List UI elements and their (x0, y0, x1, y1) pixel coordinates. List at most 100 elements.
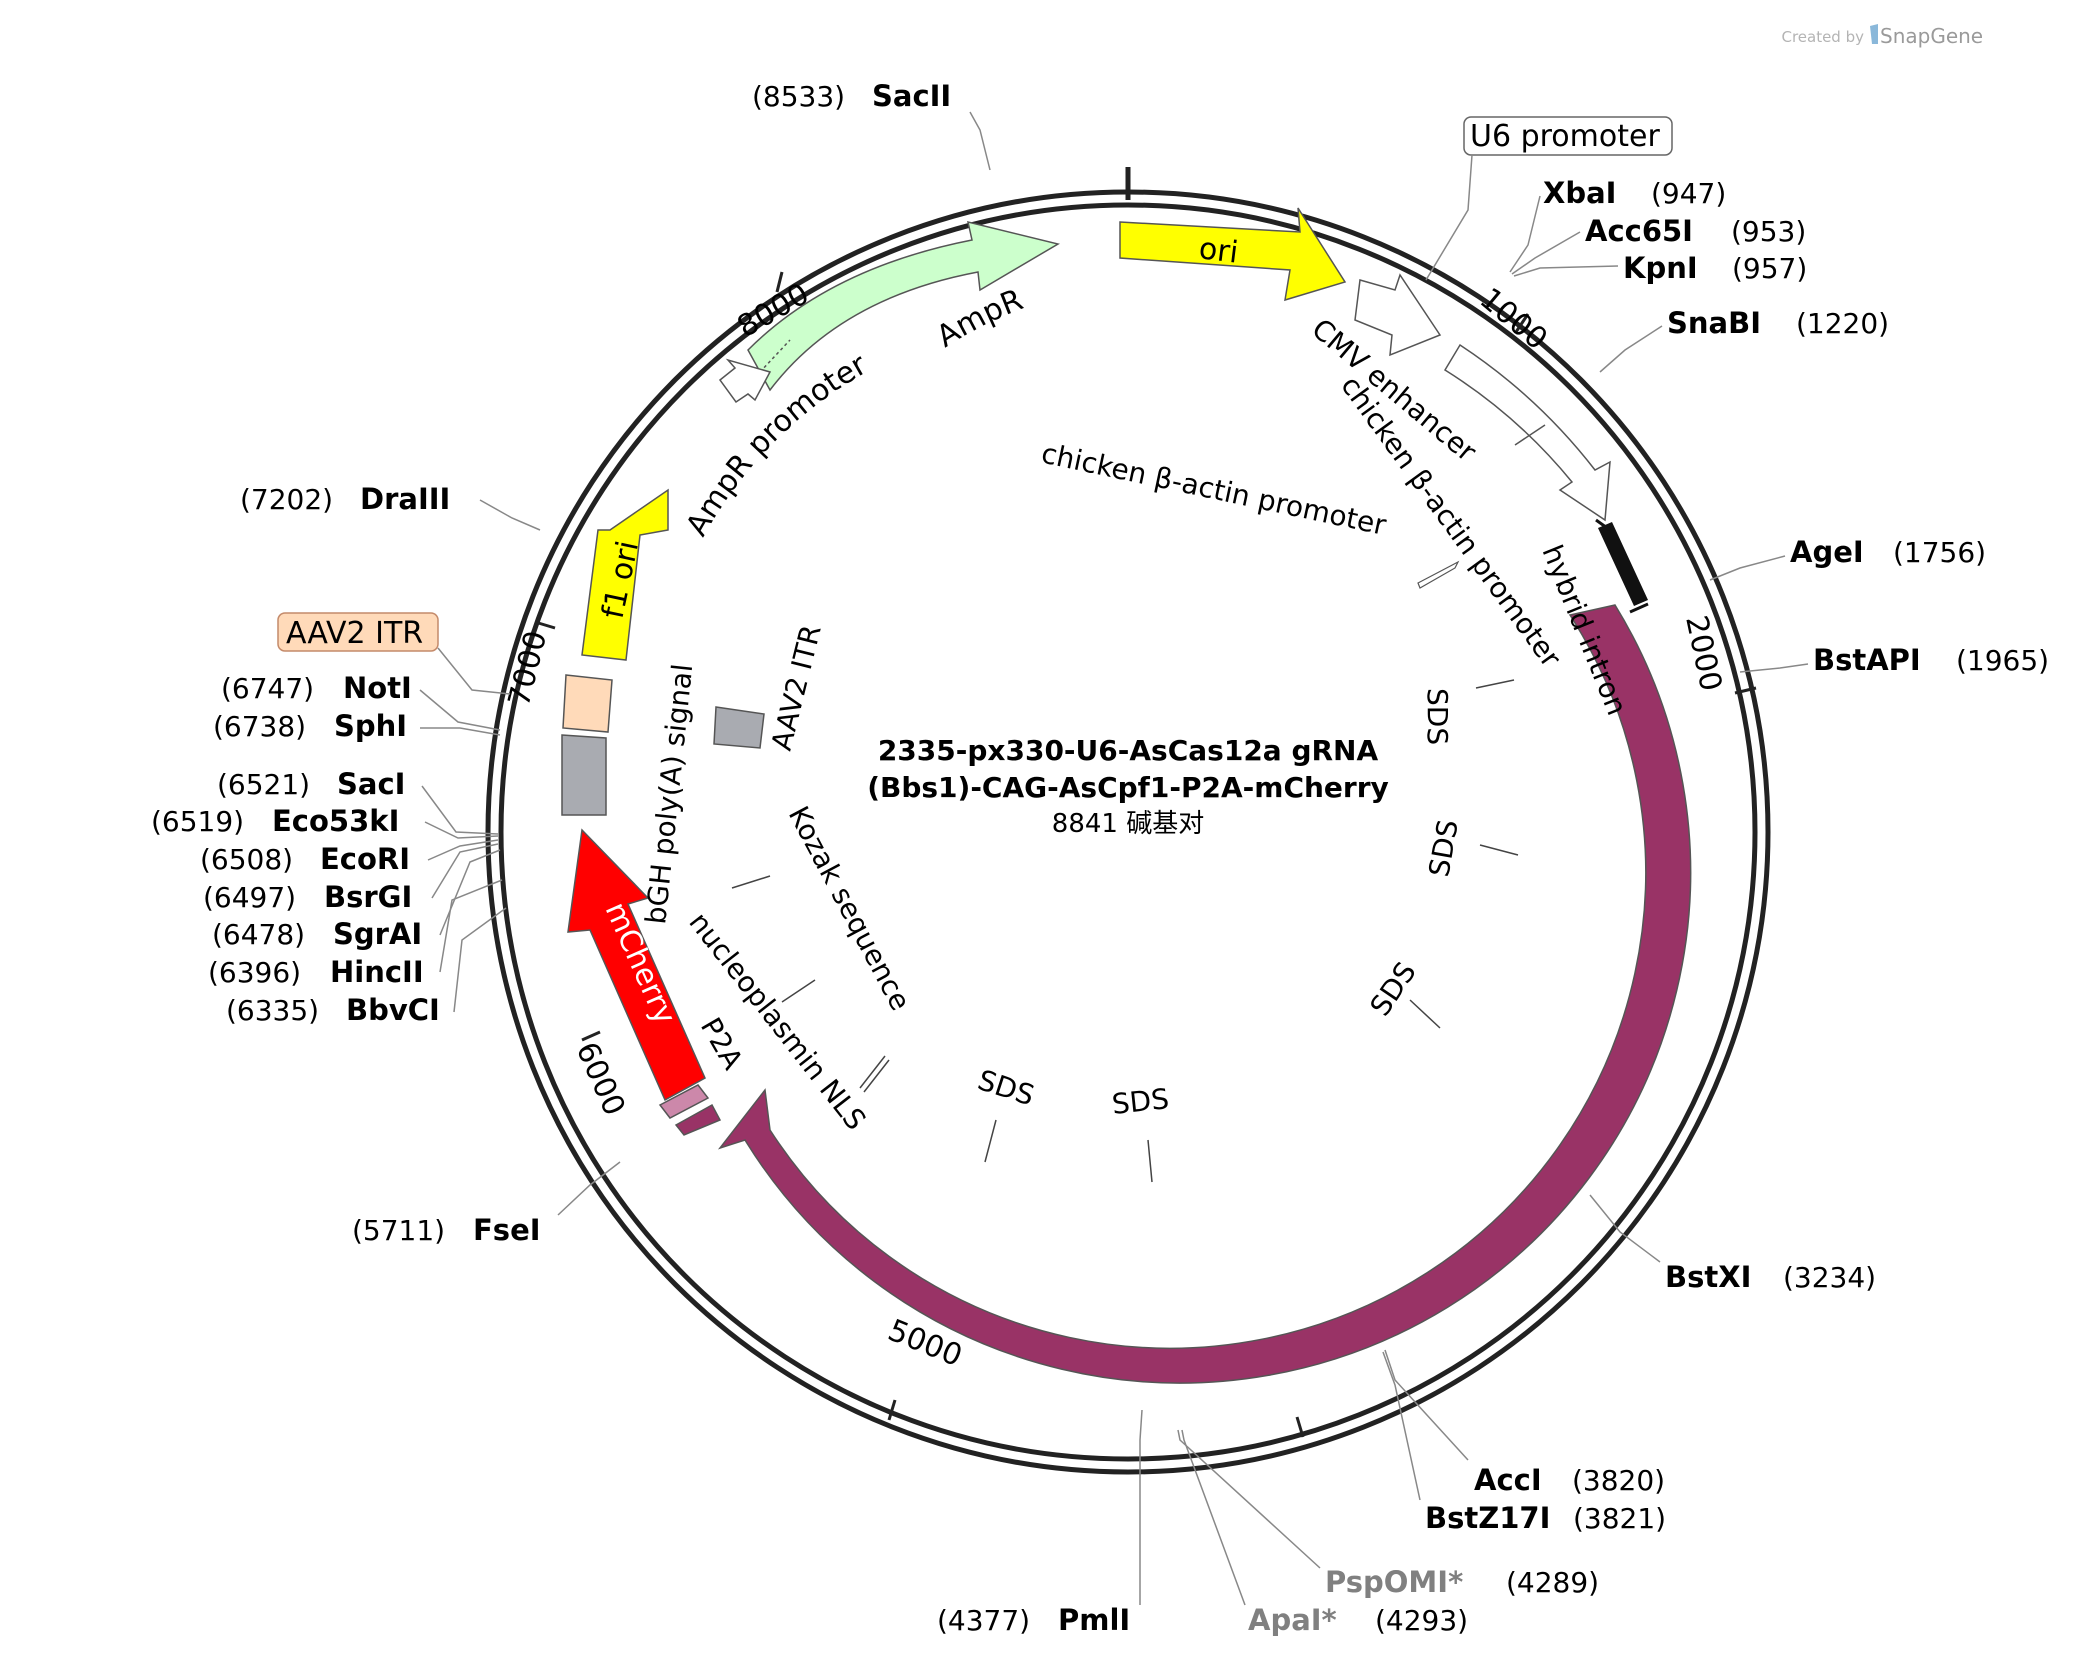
site-fsei-leader (557, 1161, 621, 1216)
tick-mark-5000 (887, 1399, 897, 1421)
snapgene-logo-icon (1870, 24, 1878, 44)
sds-marker-1 (1475, 679, 1515, 689)
site-saci-pos: (6521) (217, 768, 310, 801)
aav2-itr-box-label: AAV2 ITR (286, 616, 423, 651)
site-xbai-leader (1509, 195, 1541, 273)
u6-leader (1425, 154, 1473, 281)
site-pmli-name: PmlI (1058, 1603, 1130, 1637)
site-bstapi-pos: (1965) (1956, 644, 2049, 677)
boxed-labels: U6 promoter AAV2 ITR (277, 116, 1673, 695)
site-bbvci-name: BbvCI (346, 993, 440, 1027)
tick-mark-7000 (534, 620, 556, 630)
ampr-arrow (747, 220, 1060, 392)
site-bstxi-pos: (3234) (1783, 1261, 1876, 1294)
site-pspomi-pos: (4289) (1506, 1566, 1599, 1599)
cba-inner-marker (1417, 560, 1460, 589)
site-acc65i-leader (1511, 231, 1581, 275)
u6-promoter-label: U6 promoter (1470, 119, 1660, 154)
ampr-promoter-arrow (718, 358, 772, 404)
site-sgrai-leader (439, 849, 501, 936)
site-snabi-pos: (1220) (1796, 307, 1889, 340)
site-agei-leader (1709, 555, 1786, 581)
aav2-itr-leader (437, 647, 511, 695)
marker-inner-b (781, 979, 816, 1003)
site-sacii-pos: (8533) (752, 80, 845, 113)
hybrid-intron-start (1595, 518, 1611, 532)
backbone (485, 167, 1771, 1475)
site-draiii-leader (479, 499, 541, 531)
site-saci-name: SacI (337, 767, 405, 801)
cmv-enhancer-arrow (1354, 273, 1442, 357)
sds-marker-2 (1479, 844, 1519, 856)
bgh-label: bGH poly(A) signal (639, 662, 699, 925)
sds-label-3: SDS (1363, 956, 1422, 1022)
site-sphi-name: SphI (334, 709, 407, 743)
ampr-label: AmpR (931, 282, 1028, 354)
site-sphi-pos: (6738) (213, 710, 306, 743)
tick-label-6000: 6000 (569, 1037, 632, 1121)
aav2-itr-inner-label: AAV2 ITR (765, 622, 828, 754)
chicken-actin-promoter-arrow (1443, 343, 1611, 522)
site-sphi-leader (420, 727, 501, 736)
site-saci-leader (421, 785, 499, 835)
sds-label-1: SDS (1421, 688, 1454, 745)
sds-marker-4 (984, 1119, 997, 1163)
site-ecori-leader (427, 839, 499, 861)
ascpf1-label: AsCpf1 (1316, 1196, 1430, 1287)
cmv-boundary (1514, 424, 1546, 446)
site-kpni-pos: (957) (1732, 252, 1807, 285)
site-sgrai-pos: (6478) (212, 918, 305, 951)
tick-mark-4000 (1295, 1416, 1305, 1438)
site-sacii-name: SacII (872, 79, 951, 113)
site-pspomi-leader (1177, 1429, 1321, 1569)
watermark-brand: SnapGene (1880, 24, 1983, 48)
site-sacii-leader (969, 111, 991, 171)
site-bstxi-name: BstXI (1665, 1260, 1751, 1294)
site-bbvci-leader (453, 907, 507, 1013)
site-xbai-name: XbaI (1543, 176, 1616, 210)
site-bstz17i-name: BstZ17I (1425, 1501, 1550, 1535)
site-bstz17i-leader (1382, 1351, 1421, 1501)
hybrid-intron-bar (1598, 522, 1648, 606)
ampr-promoter-boundary (759, 339, 791, 373)
restriction-sites: (8533) SacII XbaI (947) Acc65I (953) Kpn… (151, 79, 2049, 1637)
site-eco53ki-name: Eco53kI (272, 804, 399, 838)
site-acci-name: AccI (1474, 1463, 1542, 1497)
site-acci-leader (1384, 1349, 1469, 1461)
plasmid-name-line1: 2335-px330-U6-AsCas12a gRNA (878, 734, 1379, 767)
site-bstapi-name: BstAPI (1813, 643, 1921, 677)
site-fsei-name: FseI (473, 1213, 541, 1247)
aav2-itr-inner-block (713, 706, 765, 749)
site-apai-leader (1181, 1429, 1246, 1606)
site-kpni-leader (1513, 265, 1619, 277)
site-noti-pos: (6747) (221, 672, 314, 705)
p2a-label: P2A (694, 1012, 750, 1075)
site-eco53ki-pos: (6519) (151, 805, 244, 838)
site-xbai-pos: (947) (1651, 177, 1726, 210)
site-sgrai-name: SgrAI (333, 917, 422, 951)
aav2-itr-box (277, 612, 439, 652)
site-bstz17i-pos: (3821) (1573, 1502, 1666, 1535)
ascpf1-arrow (717, 604, 1692, 1384)
plasmid-name-line2: (Bbs1)-CAG-AsCpf1-P2A-mCherry (867, 771, 1389, 804)
tick-mark-2000 (1734, 686, 1757, 695)
site-fsei-pos: (5711) (352, 1214, 445, 1247)
kozak-label: Kozak sequence (782, 801, 917, 1016)
site-draiii-name: DraIII (360, 482, 450, 516)
site-hincii-leader (439, 879, 503, 973)
site-bbvci-pos: (6335) (226, 994, 319, 1027)
marker-inner-c (859, 1055, 886, 1089)
site-bsrgi-pos: (6497) (203, 881, 296, 914)
nls-block (674, 1103, 722, 1136)
site-acci-pos: (3820) (1572, 1464, 1665, 1497)
site-ecori-name: EcoRI (320, 842, 410, 876)
site-agei-name: AgeI (1790, 535, 1864, 569)
ori-arrow (1119, 207, 1347, 302)
plasmid-length: 8841 碱基对 (1052, 809, 1204, 839)
site-noti-name: NotI (343, 671, 412, 705)
p2a-block (658, 1084, 710, 1119)
watermark-prefix: Created by (1781, 28, 1864, 46)
tick-mark-8000 (775, 271, 784, 293)
site-noti-leader (419, 689, 501, 731)
